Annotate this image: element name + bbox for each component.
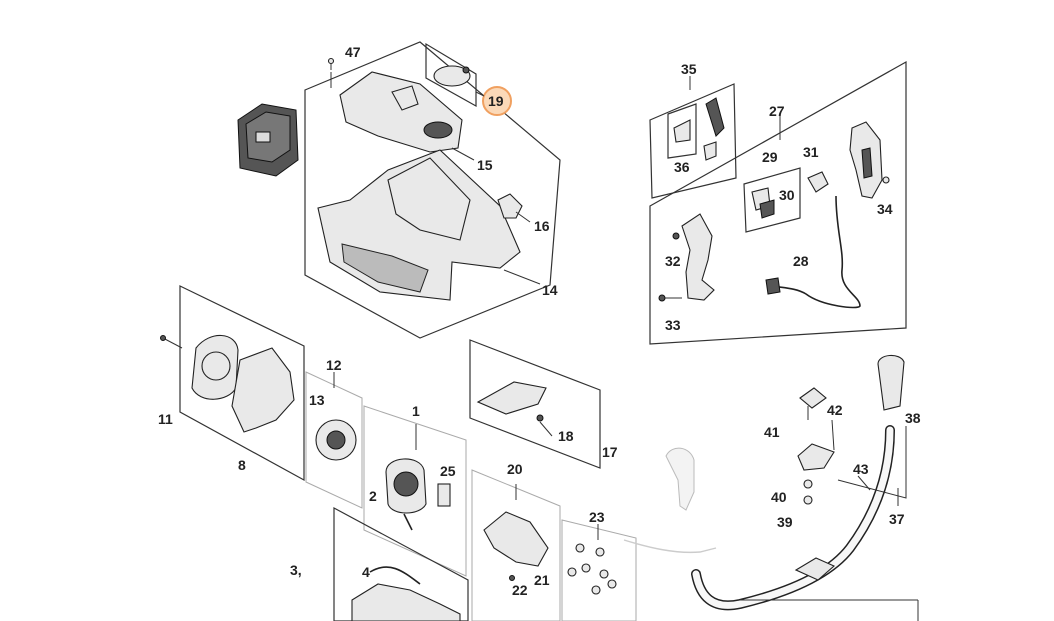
- ghost-handle: [623, 447, 717, 554]
- callout-15: 15: [477, 157, 493, 173]
- callout-25: 25: [440, 463, 456, 479]
- callout-17: 17: [602, 444, 618, 460]
- impeller-group: [305, 371, 363, 509]
- callout-12: 12: [326, 357, 342, 373]
- callout-21: 21: [534, 572, 550, 588]
- callout-43: 43: [853, 461, 869, 477]
- callout-35: 35: [681, 61, 697, 77]
- callout-34: 34: [877, 201, 893, 217]
- battery-pack-part: [237, 103, 299, 177]
- callout-31: 31: [803, 144, 819, 160]
- charger-part: [351, 583, 461, 621]
- callout-22: 22: [512, 582, 528, 598]
- callout-14: 14: [542, 282, 558, 298]
- motor-group: [363, 405, 467, 577]
- callout-38: 38: [905, 410, 921, 426]
- bushing-25-part: [437, 483, 451, 507]
- callout-13: 13: [309, 392, 325, 408]
- callout-27: 27: [769, 103, 785, 119]
- housing-frame: [304, 41, 561, 339]
- clamp-part: [794, 557, 836, 581]
- gearbox-group: [471, 469, 561, 621]
- callout-28: 28: [793, 253, 809, 269]
- callout-39: 39: [777, 514, 793, 530]
- kit-36-frame: [667, 103, 697, 159]
- fan-housing-group: [160, 285, 305, 482]
- callout-29: 29: [762, 149, 778, 165]
- grip-38-part: [877, 354, 905, 411]
- fan-frame: [179, 285, 305, 482]
- callout-37: 37: [889, 511, 905, 527]
- callout-1: 1: [412, 403, 420, 419]
- callout-4: 4: [362, 564, 370, 580]
- knob-part: [799, 387, 827, 409]
- callout-47: 47: [345, 44, 361, 60]
- screw-47-part: [327, 57, 335, 70]
- callout-30: 30: [779, 187, 795, 203]
- charger-group: [333, 506, 469, 621]
- cover-part: [433, 65, 471, 87]
- rear-handle-part: [681, 213, 715, 301]
- fastener-group: [561, 519, 637, 621]
- fan-scroll-part: [231, 347, 295, 433]
- highlight-badge-19[interactable]: [482, 86, 512, 116]
- kit-35-frame: [649, 83, 737, 199]
- main-tube-part: [692, 426, 894, 609]
- callout-41: 41: [764, 424, 780, 440]
- housing-group: [304, 41, 561, 339]
- callout-23: 23: [589, 509, 605, 525]
- tube-group: [691, 354, 919, 621]
- callout-18: 18: [558, 428, 574, 444]
- callout-3: 3,: [290, 562, 302, 578]
- nozzle-part: [476, 381, 547, 415]
- callout-20: 20: [507, 461, 523, 477]
- callout-33: 33: [665, 317, 681, 333]
- callout-42: 42: [827, 402, 843, 418]
- switch-29-frame: [743, 167, 801, 233]
- handle-frame: [649, 60, 907, 345]
- gearbox-part: [483, 511, 549, 567]
- callout-32: 32: [665, 253, 681, 269]
- cover-19-frame: [425, 42, 477, 108]
- handle-group: [649, 60, 907, 345]
- callout-36: 36: [674, 159, 690, 175]
- callout-11: 11: [158, 411, 173, 427]
- callout-2: 2: [369, 488, 377, 504]
- nozzle-group: [469, 339, 601, 469]
- callout-16: 16: [534, 218, 550, 234]
- callout-19[interactable]: 19: [488, 93, 504, 109]
- callout-40: 40: [771, 489, 787, 505]
- callout-8: 8: [238, 457, 246, 473]
- coiled-wire-part: [771, 195, 861, 309]
- nozzle-frame: [469, 339, 601, 469]
